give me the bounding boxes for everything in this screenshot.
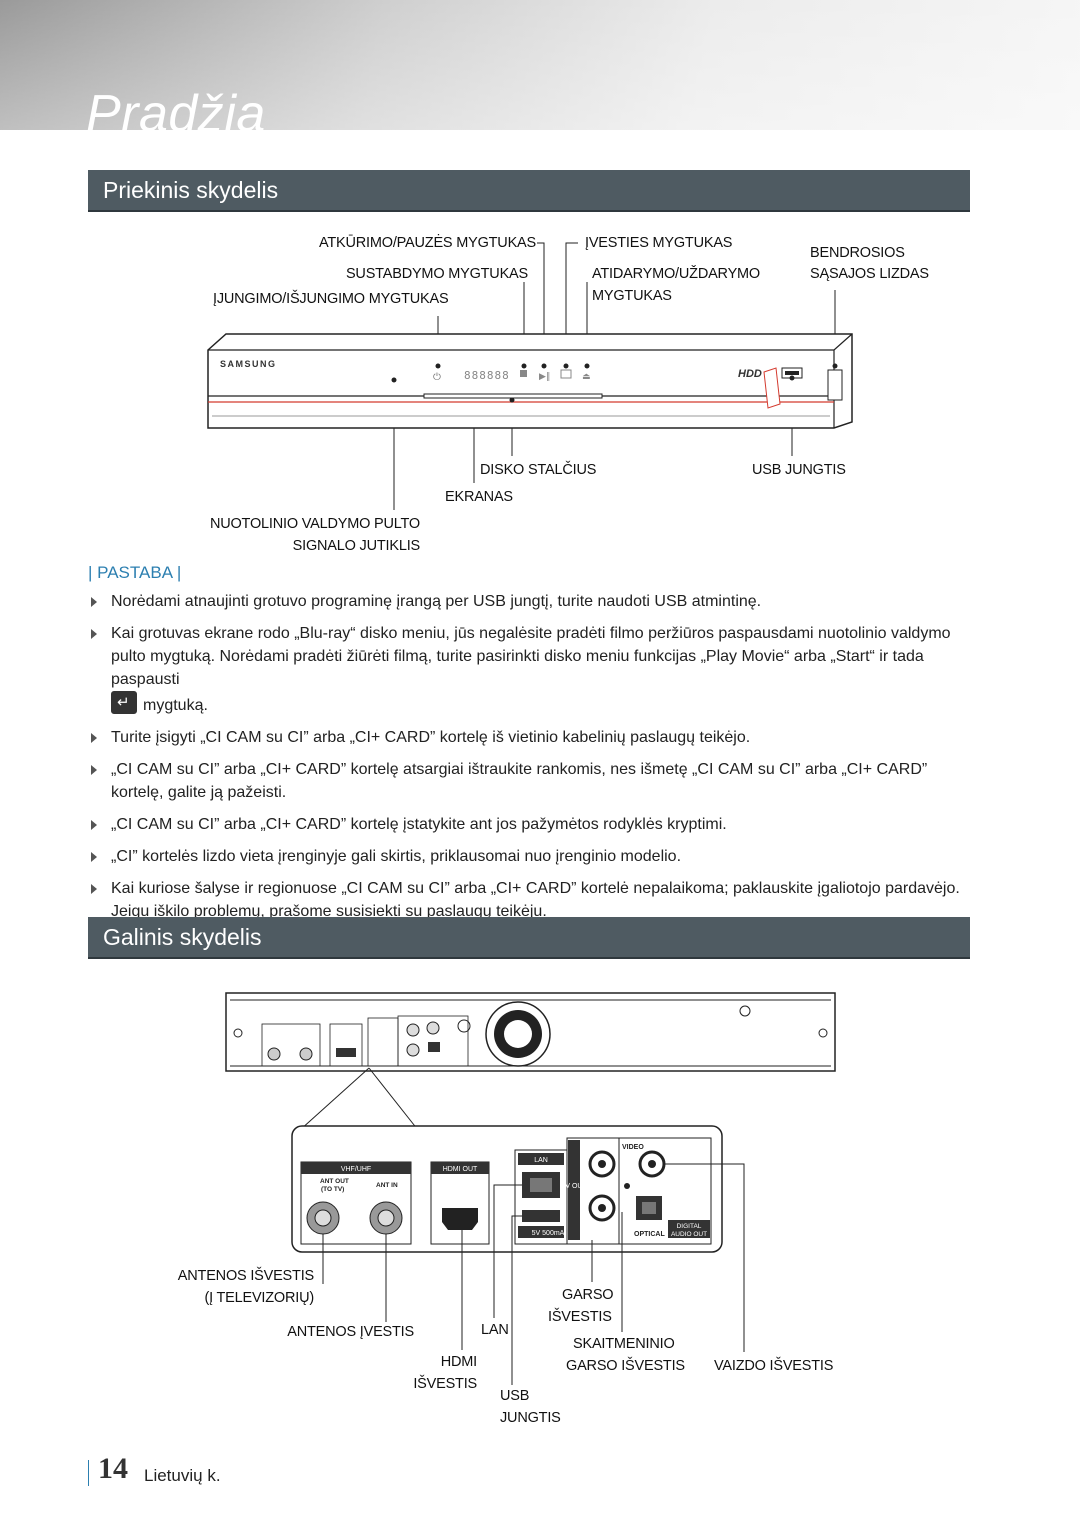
usb-port [522,1210,560,1222]
label-audio-1: GARSO [562,1287,614,1303]
brand-logo: SAMSUNG [220,359,277,369]
label-hdmi-1: HDMI [440,1354,477,1370]
usb-power-text: 5V 500mA [532,1230,565,1237]
input-icon [560,369,572,379]
label-open-close-1: ATIDARYMO/UŽDARYMO [592,266,760,282]
note-item: Kai grotuvas ekrane rodo „Blu-ray“ disko… [88,622,978,717]
video-text: VIDEO [622,1144,644,1151]
play-pause-icon: ▶‖ [539,372,550,382]
section-heading-text: Priekinis skydelis [103,177,279,203]
footer-divider [88,1460,89,1486]
note-item: „CI” kortelės lizdo vieta įrenginyje gal… [88,845,978,868]
enter-button-icon [111,691,137,714]
page-title: Pradžia [86,85,266,143]
ci-slot-cover [827,369,843,401]
note-list: Norėdami atnaujinti grotuvo programinę į… [88,590,978,932]
note-title-text: PASTABA [97,563,173,582]
label-play-pause: ATKŪRIMO/PAUZĖS MYGTUKAS [318,235,536,251]
label-antenna-out-2: (Į TELEVIZORIŲ) [204,1290,314,1306]
front-display-digits: 888888 [464,369,510,382]
eject-icon: ⏏ [582,372,591,382]
label-digital-audio-1: SKAITMENINIO [573,1336,675,1352]
label-usb-1: USB [500,1388,530,1404]
hdd-logo: HDD [738,368,762,380]
note-item-text-end: mygtuką. [143,697,208,714]
lan-text: LAN [534,1157,548,1164]
label-stop: SUSTABDYMO MYGTUKAS [345,266,528,282]
label-audio-2: IŠVESTIS [548,1309,612,1325]
ant-out-text: ANT OUT [320,1178,349,1185]
note-item-text: Kai grotuvas ekrane rodo „Blu-ray“ disko… [111,625,951,688]
label-hdmi-2: IŠVESTIS [413,1376,477,1392]
label-remote-sensor-1: NUOTOLINIO VALDYMO PULTO [209,516,420,532]
label-disc-tray: DISKO STALČIUS [480,462,597,478]
note-item: „CI CAM su CI” arba „CI+ CARD” kortelę a… [88,758,978,804]
label-common-interface-2: SĄSAJOS LIZDAS [810,266,929,282]
note-item: Kai kuriose šalyse ir regionuose „CI CAM… [88,877,978,923]
page-language: Lietuvių k. [144,1466,221,1485]
front-panel-diagram: SAMSUNG ⏻ 888888 ▶‖ ⏏ HDD [207,242,853,510]
vhf-uhf-text: VHF/UHF [341,1166,371,1173]
section-heading-text: Galinis skydelis [103,924,262,950]
label-digital-audio-2: GARSO IŠVESTIS [566,1358,685,1374]
label-usb-2: JUNGTIS [500,1410,561,1426]
stop-icon [520,370,527,377]
optical-text: OPTICAL [634,1231,665,1238]
label-lan: LAN [481,1322,509,1338]
hdmi-out-text: HDMI OUT [443,1166,478,1173]
label-input: ĮVESTIES MYGTUKAS [585,235,733,251]
label-usb-front: USB JUNGTIS [752,462,846,478]
note-item: „CI CAM su CI” arba „CI+ CARD” kortelę į… [88,813,978,836]
hdmi-port [442,1208,478,1230]
label-antenna-out-1: ANTENOS IŠVESTIS [177,1268,314,1284]
label-display: EKRANAS [445,489,513,505]
note-title: | PASTABA | [88,563,182,582]
power-icon: ⏻ [433,372,441,383]
label-open-close-2: MYGTUKAS [592,288,672,304]
section-heading-front: Priekinis skydelis [88,170,970,212]
page-number: 14 [98,1452,128,1485]
audio-out-text: AUDIO OUT [671,1231,707,1238]
section-heading-rear: Galinis skydelis [88,917,970,959]
ant-in-text: ANT IN [376,1182,398,1189]
note-item: Norėdami atnaujinti grotuvo programinę į… [88,590,978,613]
av-out-text: AV OUT [561,1183,587,1190]
digital-text: DIGITAL [677,1223,702,1230]
label-remote-sensor-2: SIGNALO JUTIKLIS [292,538,421,554]
note-item: Turite įsigyti „CI CAM su CI” arba „CI+ … [88,726,978,749]
rear-label-leaders [322,1255,745,1385]
label-antenna-in: ANTENOS ĮVESTIS [287,1324,414,1340]
label-video-out: VAIZDO IŠVESTIS [714,1358,834,1374]
label-common-interface-1: BENDROSIOS [810,245,905,261]
label-power: ĮJUNGIMO/IŠJUNGIMO MYGTUKAS [213,291,449,307]
to-tv-text: (TO TV) [321,1186,344,1193]
header-band [0,0,1080,130]
rear-panel-diagram: VHF/UHF ANT OUT (TO TV) ANT IN HDMI OUT … [225,992,836,1260]
